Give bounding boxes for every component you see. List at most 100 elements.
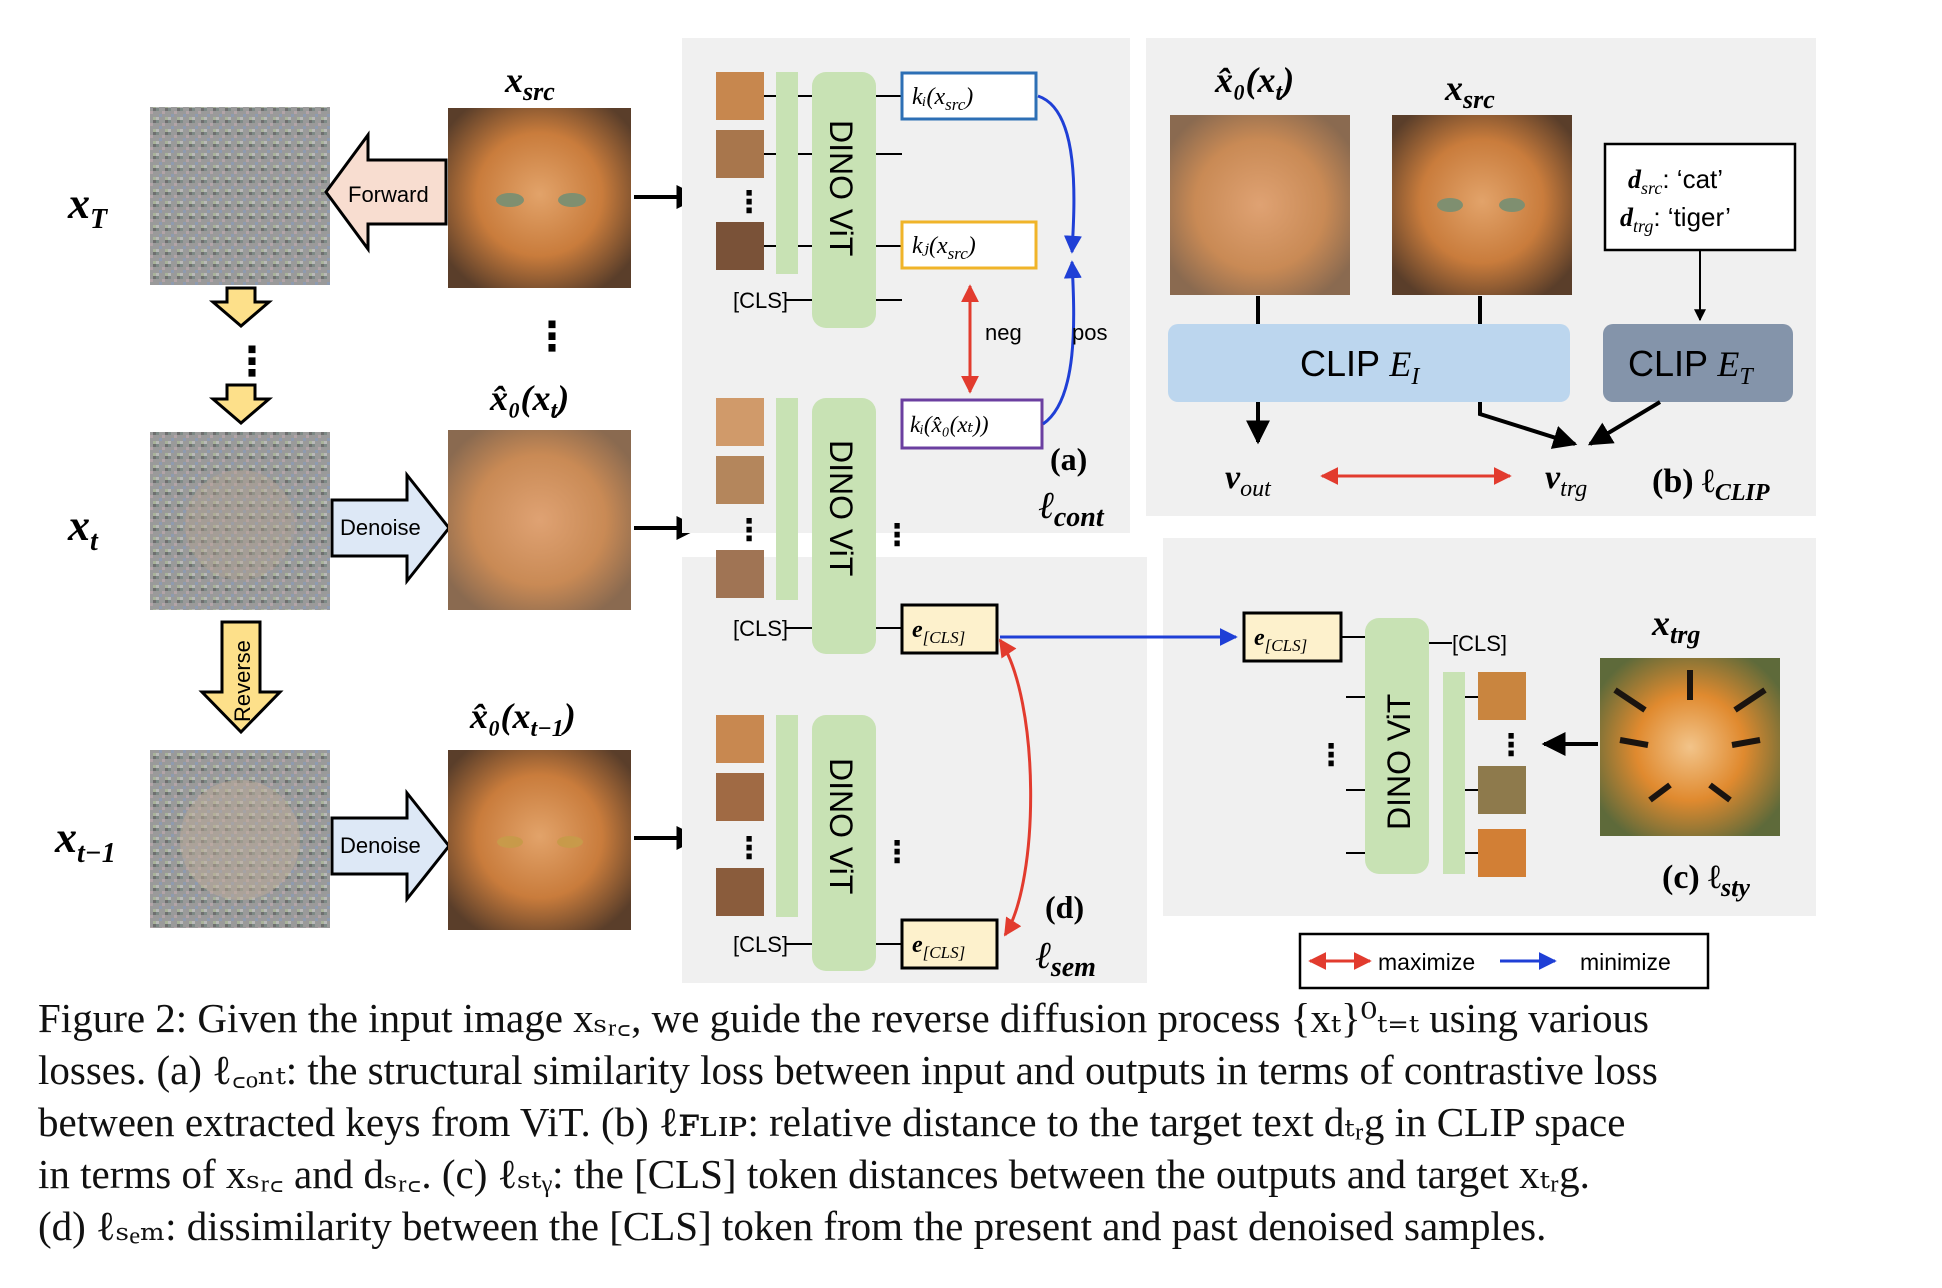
figure-caption: Figure 2: Given the input image xₛᵣ꜀, we… [38, 992, 1908, 1252]
ecls-box-target [1242, 611, 1343, 663]
vtrg-label: vtrg [1545, 459, 1587, 502]
forward-arrow-icon [324, 130, 448, 254]
arrow-clip-text-to-vtrg [1587, 400, 1662, 446]
token-bar [1443, 672, 1465, 874]
patch-thumbnail [716, 868, 764, 916]
legend-maximize-label: maximize [1378, 949, 1475, 975]
token-bar [776, 715, 798, 917]
ecls-box-past [900, 918, 999, 970]
patch-thumbnail [716, 222, 764, 270]
patch-thumbnail [716, 72, 764, 120]
pos-arrow-upper [1037, 94, 1082, 254]
vdots-tokens-mid: ⋮ [882, 519, 912, 552]
ecls-present-label: e[CLS] [912, 617, 965, 647]
vdots-patches-c: ⋮ [1496, 729, 1526, 762]
denoise-label-2: Denoise [340, 833, 421, 858]
panel-a-content-loss: ⋮ DINO ViT [CLS] kᵢ(xsrc) kⱼ(xsrc) kᵢ(x̂… [682, 38, 1130, 533]
patch-thumbnail [716, 773, 764, 821]
reverse-label: Reverse [230, 640, 255, 722]
ecls-box-present [900, 603, 999, 655]
vdots-center: ⋮ [532, 315, 572, 359]
dino-vit-block-a1 [812, 72, 876, 328]
vdots-patches-mid: ⋮ [734, 514, 764, 547]
panel-c-tag: (c) ℓsty [1662, 859, 1750, 902]
faint-cat-silhouette [185, 470, 295, 580]
arrow-clip-image-to-vtrg [1478, 402, 1578, 449]
faint-tiger-silhouette [180, 780, 300, 900]
noise-image-xt [150, 432, 330, 610]
pos-label: pos [1072, 320, 1107, 345]
cat-eye-right-2 [557, 836, 583, 848]
dino-vit-label-a1: DINO ViT [823, 120, 859, 256]
left-column: xT ⋮ xt Reverse xt−1 Forward Denoise Den… [54, 60, 701, 930]
key-box-i-src [900, 71, 1038, 121]
panel-d-tag: (d) [1045, 889, 1084, 925]
caption-line-2: losses. (a) ℓ꜀ₒₙₜ: the structural simila… [38, 1047, 1658, 1093]
dsrc-label: dsrc: ‘cat’ [1628, 164, 1723, 198]
denoise-label-1: Denoise [340, 515, 421, 540]
xt-label: xt [67, 501, 99, 557]
key-i-out-label: kᵢ(x̂₀(xₜ)) [910, 412, 989, 437]
cat-eye-right [558, 193, 586, 207]
x0xt1-label-left: x̂₀(xt−1) [469, 696, 576, 742]
caption-line-4: in terms of xₛᵣ꜀ and dₛᵣ꜀. (c) ℓₛₜᵧ: the… [38, 1151, 1590, 1197]
patch-thumbnail [1478, 829, 1526, 877]
key-i-src-label: kᵢ(xsrc) [912, 84, 973, 114]
ecls-past-label: e[CLS] [912, 932, 965, 962]
xsrc-label-left: xsrc [504, 60, 555, 106]
clip-image-encoder-label: CLIP EI [1300, 343, 1420, 390]
panel-c-style-loss: e[CLS] DINO ViT [CLS] ⋮ ⋮ xtrg (c) ℓsty [1000, 538, 1816, 916]
dino-vit-label-mid: DINO ViT [823, 440, 859, 576]
panel-d-semantic-loss: ⋮ DINO ViT ⋮ [CLS] e[CLS] ⋮ DINO ViT ⋮ [… [682, 398, 1147, 983]
dino-vit-block-mid [812, 398, 876, 654]
cls-label-c: [CLS] [1452, 631, 1507, 656]
legend-minimize-label: minimize [1580, 949, 1671, 975]
reverse-arrow-icon [198, 620, 284, 735]
xtrg-label: xtrg [1651, 603, 1700, 649]
caption-line-5: (d) ℓₛₑₘ: dissimilarity between the [CLS… [38, 1203, 1547, 1249]
dino-vit-label-d: DINO ViT [823, 758, 859, 894]
xsrc-label-b: xsrc [1444, 68, 1495, 114]
loss-cont-label: ℓcont [1038, 485, 1105, 533]
cls-label-mid: [CLS] [733, 616, 788, 641]
maximize-arrow-sem [998, 638, 1033, 937]
noise-image-xt1 [150, 750, 330, 928]
patch-thumbnail [716, 715, 764, 763]
forward-label: Forward [348, 182, 429, 207]
vdots-left-1: ⋮ [232, 340, 272, 384]
patch-thumbnail [716, 456, 764, 504]
legend: maximize minimize [1298, 932, 1710, 990]
dino-vit-label-c: DINO ViT [1381, 694, 1417, 830]
xt1-label: xt−1 [54, 813, 116, 869]
patch-thumbnail [1478, 672, 1526, 720]
loss-sem-label: ℓsem [1035, 935, 1096, 983]
down-arrow-icon-2 [208, 383, 274, 425]
panel-a-tag: (a) [1050, 441, 1087, 477]
dino-vit-block-c [1365, 618, 1429, 874]
token-bar [776, 398, 798, 600]
caption-line-1: Figure 2: Given the input image xₛᵣ꜀, we… [38, 995, 1650, 1041]
neg-label: neg [985, 320, 1022, 345]
patch-thumbnail [716, 398, 764, 446]
clip-image-encoder [1168, 324, 1570, 402]
source-cat-image [448, 108, 631, 288]
panel-b-clip-loss: x̂₀(xt) xsrc dsrc: ‘cat’ dtrg: ‘tiger’ C… [1146, 38, 1816, 516]
down-arrow-icon-1 [208, 286, 274, 328]
vdots-tokens-d: ⋮ [882, 836, 912, 869]
key-box-j-src [900, 220, 1038, 270]
clip-text-encoder-label: CLIP ET [1628, 343, 1754, 390]
clip-text-encoder [1603, 324, 1793, 402]
text-prompt-box [1603, 142, 1797, 252]
denoise-arrow-icon-2 [330, 788, 451, 904]
dino-vit-block-d [812, 715, 876, 971]
cat-eye-left-2 [497, 836, 523, 848]
noise-image-xT [150, 107, 330, 285]
vout-label: vout [1225, 459, 1272, 502]
tiger-stripes [1613, 670, 1767, 803]
vdots-tokens-c: ⋮ [1316, 739, 1346, 772]
patch-thumbnail [716, 130, 764, 178]
caption-line-3: between extracted keys from ViT. (b) ℓꜰʟ… [38, 1099, 1626, 1145]
cat-eye-left-b [1437, 198, 1463, 212]
vdots-patches-a: ⋮ [734, 186, 764, 219]
